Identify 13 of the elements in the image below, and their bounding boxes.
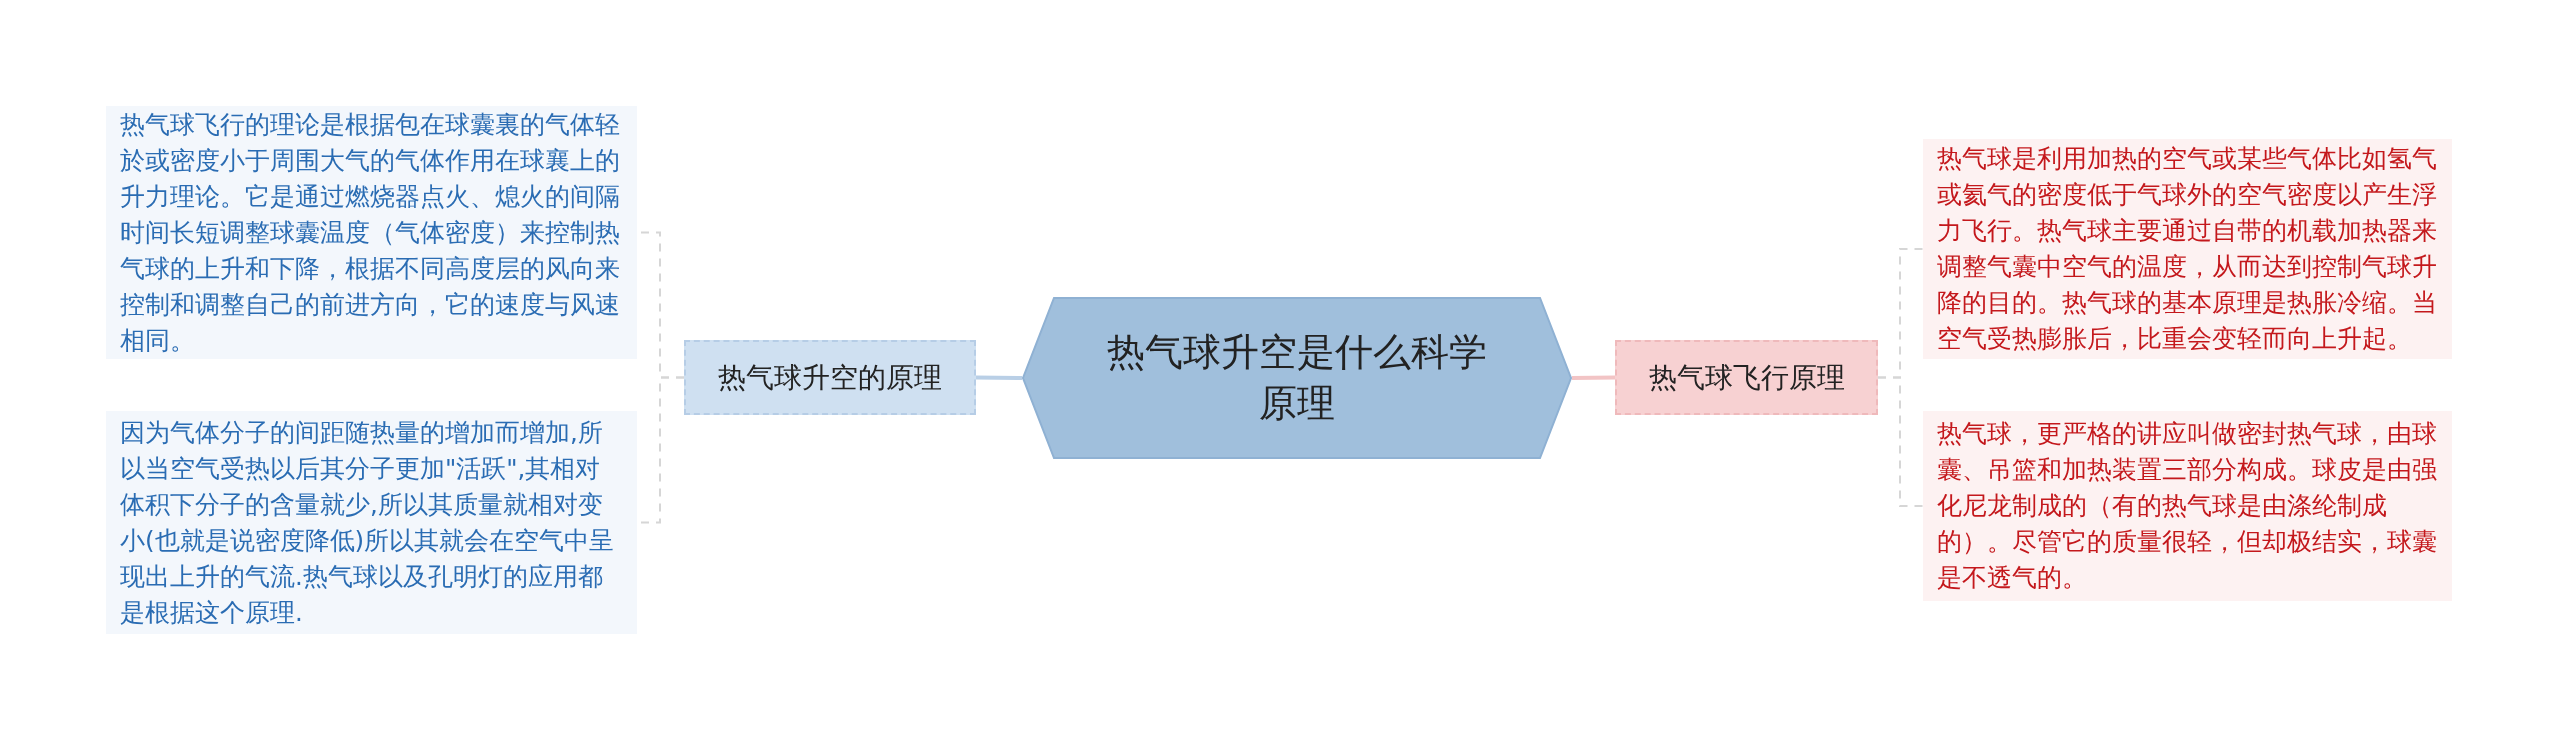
topic-label: 热气球飞行原理 <box>1648 359 1845 396</box>
paragraph: 热气球飞行的理论是根据包在球囊裏的气体轻於或密度小于周围大气的气体作用在球襄上的升力理论。它是通过燃烧器点火、熄火的间隔时间长短调整球囊温度（气体密度）来控制热气球的上升和下降，根据不同高度层的风向来控制和调整自己的前进方向，它的速度与风速相同。 <box>120 108 621 357</box>
topic-label: 热气球升空是什么科学原理 <box>1106 328 1488 427</box>
topic-box <box>684 340 976 415</box>
paragraph: 因为气体分子的间距随热量的增加而增加,所以当空气受热以后其分子更加"活跃",其相对体积下分子的含量就少,所以其质量就相对变小(也就是说密度降低)所以其就会在空气中呈现出上升的气流.热气球以及孔明灯的应用都是根据这个原理. <box>120 416 616 629</box>
topic-box <box>1615 340 1878 415</box>
connector-line <box>975 375 1023 380</box>
topic-hexagon <box>1022 297 1572 459</box>
paragraph: 热气球是利用加热的空气或某些气体比如氢气或氦气的密度低于气球外的空气密度以产生浮力飞行。热气球主要通过自带的机载加热器来调整气囊中空气的温度，从而达到控制气球升降的目的。热气球的基本原理是热胀冷缩。当空气受热膨胀后，比重会变轻而向上升起。 <box>1937 143 2438 355</box>
connector-line <box>1571 375 1616 380</box>
connector-line <box>1877 376 1924 507</box>
topic-label: 热气球升空的原理 <box>718 359 942 396</box>
paragraph: 热气球，更严格的讲应叫做密封热气球，由球囊、吊篮和加热装置三部分构成。球皮是由强化尼龙制成的（有的热气球是由涤纶制成的）。尽管它的质量很轻，但却极结实，球囊是不透气的。 <box>1937 418 2438 594</box>
